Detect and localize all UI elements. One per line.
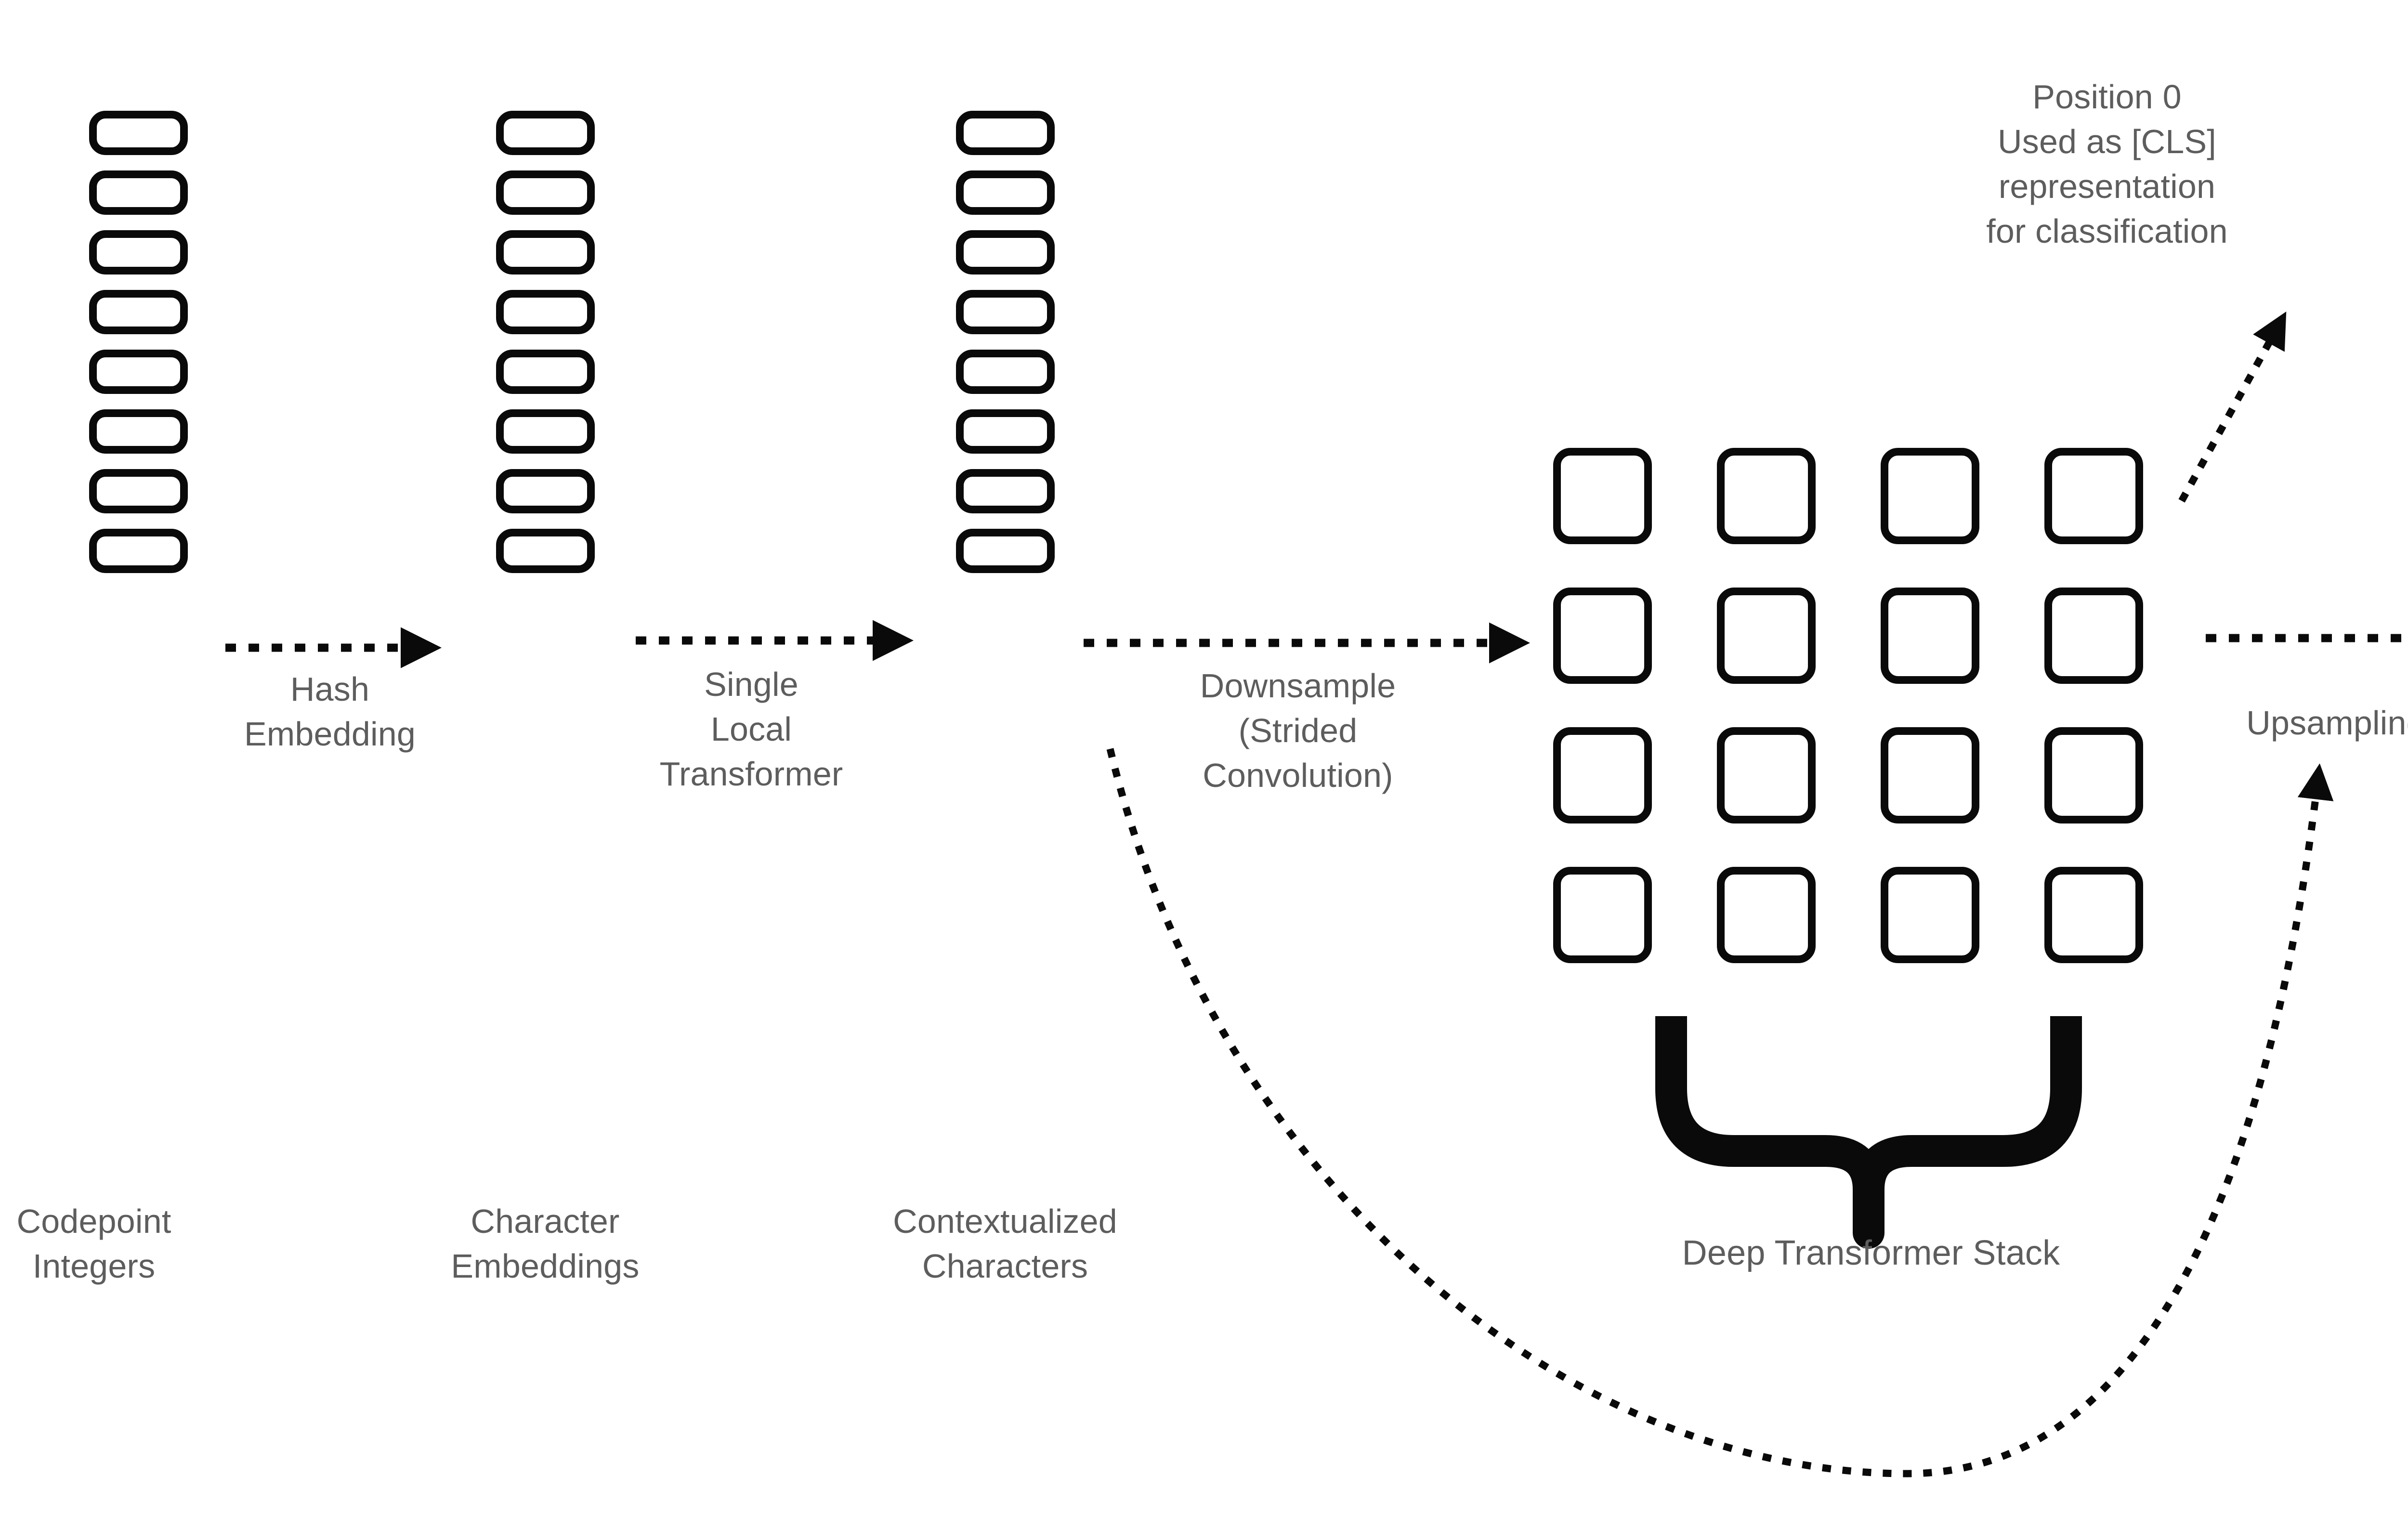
stack-box[interactable] (1553, 727, 1652, 823)
token-box[interactable] (956, 111, 1055, 155)
annotation-position-zero-cls: Position 0 Used as [CLS] representation … (1986, 78, 2228, 250)
column-character-embeddings (496, 111, 595, 573)
token-box[interactable] (496, 111, 595, 155)
stack-box[interactable] (2044, 727, 2143, 823)
label-downsample: Downsample (Strided Convolution) (1200, 667, 1396, 795)
column-contextualized-characters (956, 111, 1055, 573)
column-codepoint-integers (89, 111, 188, 573)
stack-box[interactable] (1717, 867, 1816, 963)
token-box[interactable] (496, 529, 595, 573)
token-box[interactable] (89, 111, 188, 155)
stack-box[interactable] (1717, 588, 1816, 684)
stack-box[interactable] (1881, 588, 1979, 684)
token-box[interactable] (496, 350, 595, 394)
token-box[interactable] (496, 230, 595, 274)
stack-box[interactable] (1881, 727, 1979, 823)
stack-box[interactable] (2044, 588, 2143, 684)
label-single-local-transformer: Single Local Transformer (659, 666, 843, 793)
token-box[interactable] (89, 290, 188, 334)
token-box[interactable] (89, 409, 188, 454)
stack-box[interactable] (1881, 867, 1979, 963)
stack-box[interactable] (1881, 448, 1979, 544)
stack-box[interactable] (1553, 448, 1652, 544)
deep-transformer-stack-grid (1553, 448, 2143, 963)
stack-box[interactable] (1717, 727, 1816, 823)
token-box[interactable] (496, 170, 595, 215)
token-box[interactable] (956, 350, 1055, 394)
token-box[interactable] (956, 170, 1055, 215)
label-deep-transformer-stack: Deep Transformer Stack (1682, 1234, 2060, 1272)
label-character-embeddings: Character Embeddings (451, 1202, 640, 1285)
stack-box[interactable] (1553, 588, 1652, 684)
token-box[interactable] (496, 290, 595, 334)
token-box[interactable] (496, 469, 595, 513)
stack-box[interactable] (2044, 867, 2143, 963)
token-box[interactable] (956, 469, 1055, 513)
token-box[interactable] (89, 350, 188, 394)
label-hash-embedding: Hash Embedding (244, 670, 416, 753)
stack-box[interactable] (2044, 448, 2143, 544)
stack-box[interactable] (1553, 867, 1652, 963)
token-box[interactable] (89, 230, 188, 274)
token-box[interactable] (956, 230, 1055, 274)
token-box[interactable] (89, 170, 188, 215)
stack-box[interactable] (1717, 448, 1816, 544)
token-box[interactable] (956, 290, 1055, 334)
token-box[interactable] (89, 469, 188, 513)
label-upsampling: Upsampling (2246, 704, 2408, 742)
token-box[interactable] (496, 409, 595, 454)
label-codepoint-integers: Codepoint Integers (16, 1202, 171, 1285)
token-box[interactable] (89, 529, 188, 573)
label-contextualized-characters: Contextualized Characters (893, 1202, 1117, 1285)
token-box[interactable] (956, 409, 1055, 454)
arrow-cls-pointer (2178, 311, 2287, 503)
token-box[interactable] (956, 529, 1055, 573)
curly-brace (1655, 1016, 2082, 1249)
